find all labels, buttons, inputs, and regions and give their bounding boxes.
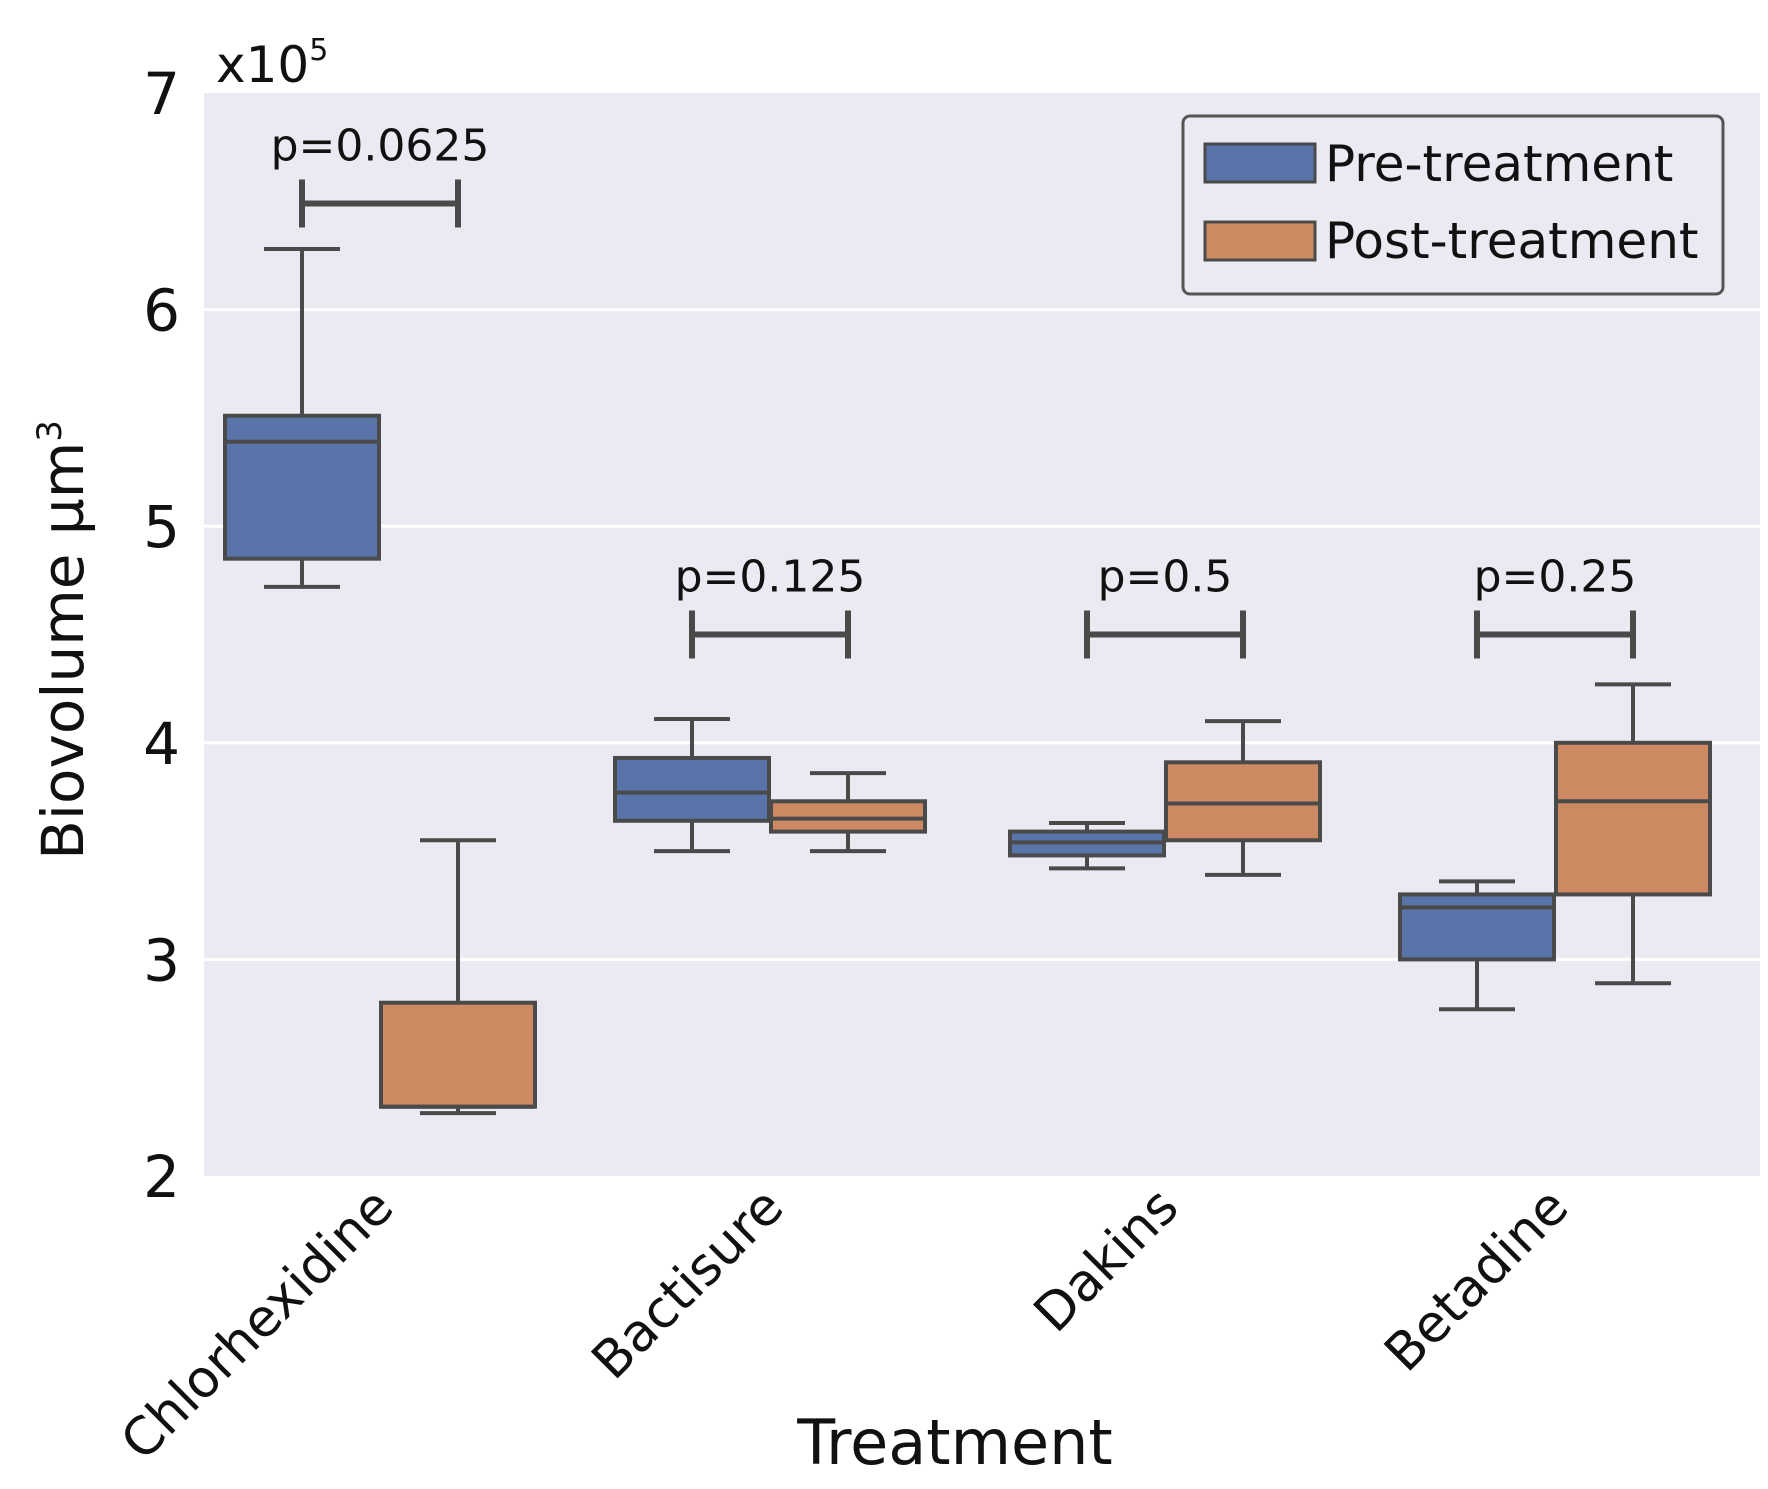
- y-tick-label: 5: [143, 493, 180, 561]
- y-tick-label: 3: [143, 926, 180, 994]
- box-pre-treatment-betadine: [1398, 879, 1556, 1012]
- x-tick-label: Chlorhexidine: [110, 1177, 405, 1472]
- significance-annotations: p=0.0625 p=0.125 p=0.5 p=0.25: [271, 120, 1637, 659]
- box-post-treatment-bactisure: [769, 771, 927, 854]
- legend-swatch-pre-treatment: [1203, 142, 1317, 184]
- box-iqr: [1554, 740, 1712, 897]
- p-value-label: p=0.5: [1098, 552, 1233, 603]
- box-series: [223, 246, 1712, 1116]
- x-tick-label: Dakins: [1023, 1177, 1190, 1344]
- legend-swatch-post-treatment: [1203, 220, 1317, 262]
- significance-bracket-dakins: p=0.5: [1084, 552, 1246, 659]
- significance-bracket-bactisure: p=0.125: [675, 552, 866, 659]
- x-tick-label: Betadine: [1373, 1177, 1580, 1384]
- y-axis-label: Biovolume µm3: [29, 420, 97, 860]
- y-axis-scale-label: x105: [216, 33, 328, 94]
- p-value-label: p=0.125: [675, 552, 866, 603]
- legend-frame: [1181, 114, 1725, 296]
- box-iqr: [1164, 760, 1322, 843]
- x-tick-label: Bactisure: [581, 1177, 795, 1391]
- legend-label-pre-treatment: Pre-treatment: [1325, 135, 1673, 193]
- y-axis-ticks: 2 3 4 5 6 7: [143, 60, 180, 1211]
- box-iqr: [613, 755, 771, 823]
- legend: Pre-treatment Post-treatment: [1181, 114, 1725, 296]
- legend-label-post-treatment: Post-treatment: [1325, 212, 1699, 270]
- y-tick-label: 7: [143, 60, 180, 128]
- significance-bracket-chlorhexidine: p=0.0625: [271, 120, 490, 228]
- p-value-label: p=0.25: [1474, 552, 1637, 603]
- y-tick-label: 4: [143, 710, 180, 778]
- box-post-treatment-betadine: [1554, 682, 1712, 986]
- box-iqr: [769, 799, 927, 834]
- p-value-label: p=0.0625: [271, 120, 490, 171]
- box-pre-treatment-bactisure: [613, 716, 771, 854]
- x-axis-label: Treatment: [796, 1406, 1112, 1479]
- box-pre-treatment-dakins: [1008, 820, 1166, 871]
- box-post-treatment-chlorhexidine: [379, 838, 537, 1116]
- significance-bracket-betadine: p=0.25: [1474, 552, 1637, 659]
- box-post-treatment-dakins: [1164, 719, 1322, 877]
- y-tick-label: 2: [143, 1143, 180, 1211]
- box-iqr: [379, 1000, 537, 1109]
- box-iqr: [223, 413, 381, 561]
- box-pre-treatment-chlorhexidine: [223, 246, 381, 589]
- box-iqr: [1398, 892, 1556, 962]
- y-tick-label: 6: [143, 277, 180, 345]
